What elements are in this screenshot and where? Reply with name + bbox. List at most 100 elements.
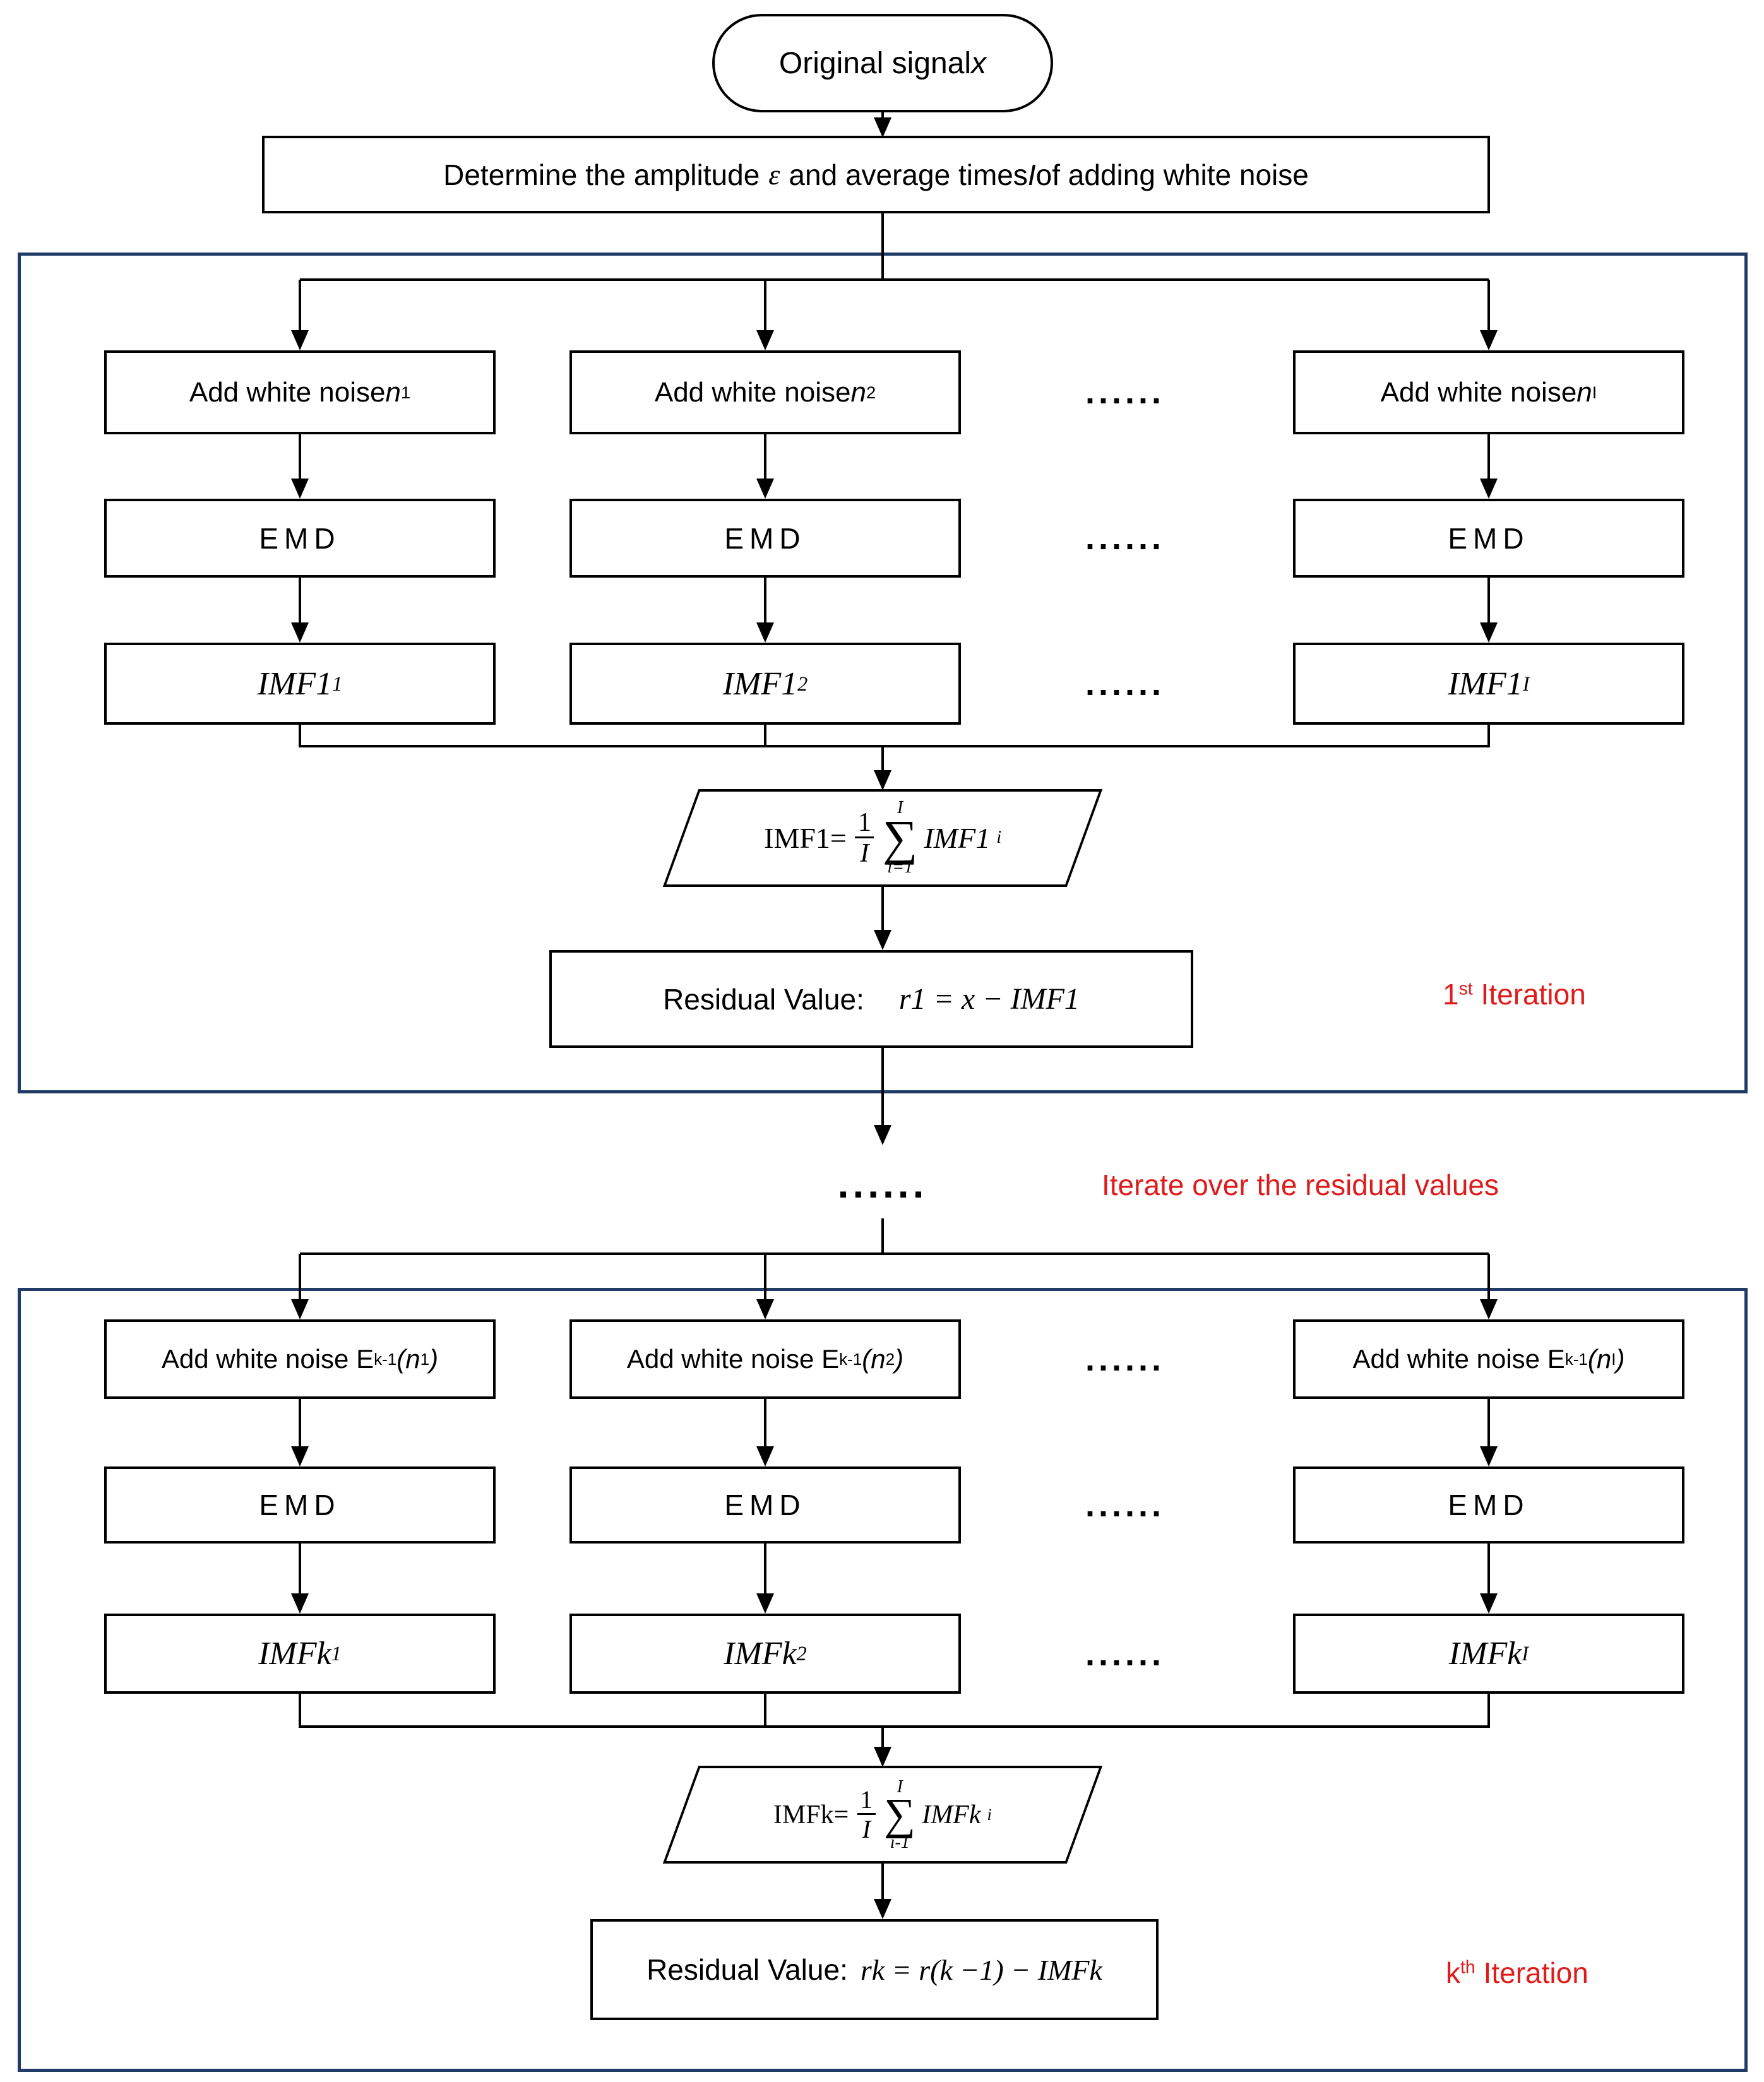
imf-sub: 1: [332, 672, 343, 695]
connector-line: [299, 578, 301, 622]
emd-label: EMD: [724, 1489, 806, 1521]
noise-sub: 1: [400, 382, 411, 402]
iterate-note: Iterate over the residual values: [1102, 1169, 1499, 1201]
connector-line: [881, 1727, 884, 1748]
arrowhead: [1480, 1593, 1498, 1614]
connector-line: [764, 725, 766, 747]
emd-node: EMD: [1293, 499, 1684, 578]
residual-label: Residual Value:: [647, 1953, 848, 1986]
emd-label: EMD: [724, 521, 806, 555]
imf-sub: 1: [331, 1642, 342, 1665]
iterationk-container: [18, 1288, 1748, 2072]
arrowhead: [756, 479, 774, 499]
connector-line: [764, 280, 766, 331]
arrowhead: [291, 330, 309, 350]
connector-line: [299, 1254, 301, 1299]
connector-line: [299, 280, 301, 331]
noise-var: n: [1576, 376, 1592, 408]
imf-sub: 2: [797, 672, 808, 695]
arrowhead: [756, 1446, 774, 1466]
arrowhead: [291, 479, 309, 499]
determine-node: Determine the amplitude ε and average ti…: [262, 136, 1490, 213]
noise-sub: 2: [866, 382, 876, 402]
noise-sub: I: [1592, 382, 1597, 402]
arrowhead: [874, 117, 891, 138]
connector-line: [881, 112, 884, 121]
ellipsis: ......: [1085, 1340, 1165, 1378]
imf-label: IMF1: [1448, 665, 1523, 702]
noise-label: Add white noise: [654, 376, 851, 408]
imf-label: IMF1: [722, 665, 798, 702]
emd-label: EMD: [1448, 521, 1530, 555]
ellipsis-vertical-break: ......: [837, 1161, 928, 1206]
determine-text-1: Determine the amplitude: [443, 158, 760, 191]
noise-label: Add white noise: [1380, 376, 1577, 408]
arrowhead: [291, 622, 309, 643]
connector-line: [299, 725, 301, 747]
arrowhead: [291, 1446, 309, 1466]
emd-label: EMD: [259, 521, 341, 555]
determine-text-3: of adding white noise: [1035, 158, 1309, 191]
connector-line: [881, 213, 884, 281]
connector-line: [881, 1048, 884, 1126]
connector-line: [1487, 578, 1490, 622]
arrowhead: [874, 770, 891, 790]
noise-var: n: [385, 376, 401, 408]
arrowhead: [1480, 1446, 1498, 1466]
branch-line: [300, 1252, 1489, 1255]
noise-label: Add white noise E: [161, 1344, 374, 1374]
connector-line: [764, 1544, 766, 1593]
ellipsis: ......: [1085, 373, 1165, 411]
arrowhead: [291, 1299, 309, 1319]
connector-line: [1487, 434, 1490, 481]
arrowhead: [756, 330, 774, 350]
arrowhead: [756, 1593, 774, 1614]
imf-label: IMFk: [1448, 1636, 1522, 1672]
connector-line: [299, 434, 301, 481]
iteration1-label: 1st Iteration: [1443, 978, 1586, 1011]
arrowhead: [1480, 479, 1498, 499]
connector-line: [764, 434, 766, 481]
determine-text-2: and average times: [789, 158, 1028, 191]
noise-label: Add white noise E: [1352, 1344, 1565, 1374]
connector-line: [881, 887, 884, 931]
imf-sub: I: [1522, 1642, 1529, 1665]
ellipsis: ......: [1085, 1486, 1165, 1524]
merge-line: [300, 745, 1489, 747]
connector-line: [299, 1399, 301, 1449]
connector-line: [764, 578, 766, 622]
emd-label: EMD: [1448, 1489, 1530, 1521]
start-node: Original signal x: [712, 14, 1053, 112]
merge-line: [300, 1725, 1489, 1728]
formula-body: IMF1: [924, 821, 991, 854]
ellipsis: ......: [1085, 1635, 1165, 1673]
arrowhead: [874, 930, 891, 950]
connector-line: [881, 1864, 884, 1900]
connector-line: [764, 1399, 766, 1449]
emd-node: EMD: [1293, 1466, 1684, 1544]
connector-line: [1487, 1694, 1490, 1728]
arrowhead: [1480, 622, 1498, 643]
noise-label: Add white noise: [189, 376, 386, 408]
residual-formula: rk = r(k −1) − IMFk: [860, 1953, 1102, 1986]
arrowhead: [291, 1593, 309, 1614]
arrowhead: [756, 622, 774, 643]
arrowhead: [874, 1747, 891, 1767]
formula-lhs: IMFk=: [773, 1800, 849, 1829]
start-var: x: [971, 46, 987, 80]
connector-line: [1487, 725, 1490, 747]
arrowhead: [756, 1299, 774, 1319]
connector-line: [299, 1694, 301, 1728]
fraction: 1 I: [855, 1785, 878, 1843]
